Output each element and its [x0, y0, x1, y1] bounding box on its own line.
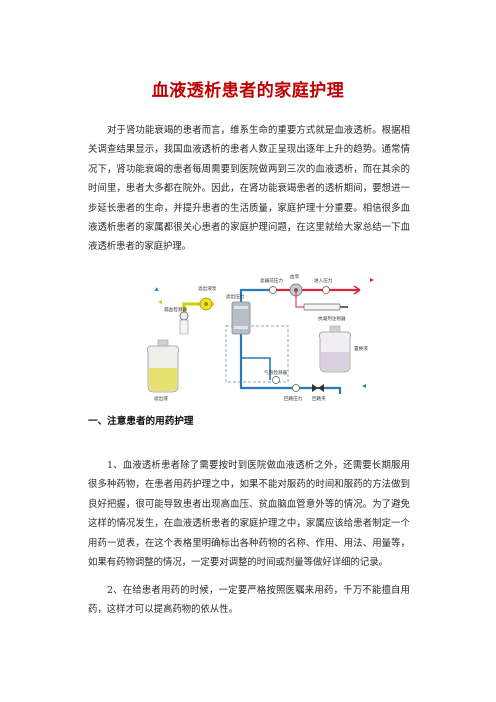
- label-inlet-pressure: 进入压力: [314, 277, 333, 284]
- return-clamp: [312, 384, 324, 392]
- filter-pressure-gauge: [269, 286, 277, 294]
- label-waste-detector: 漏血检测器: [164, 306, 187, 313]
- anticoagulant-syringe: [303, 303, 341, 311]
- label-air-detector: 气泡检测器: [264, 369, 287, 376]
- hemodialysis-circuit-diagram: 滤出液泵 漏血检测器 滤器前压力 血泵 进入压力 抗凝剂注射器 滤出压力 气泡检…: [128, 268, 378, 406]
- document-title: 血液透析患者的家庭护理: [151, 81, 345, 101]
- label-replacement-fluid: 置换液: [354, 345, 368, 352]
- label-filtrate-pump: 滤出液泵: [198, 285, 217, 292]
- label-anticoagulant-syringe: 抗凝剂注射器: [318, 315, 346, 322]
- air-detector-gauge: [272, 376, 280, 384]
- label-blood-pump: 血泵: [290, 273, 300, 280]
- medication-paragraph-1: 1、血液透析患者除了需要按时到医院做血液透析之外，还需要长期服用很多种药物，在患…: [88, 460, 410, 569]
- intro-paragraph: 对于肾功能衰竭的患者而言，维系生命的重要方式就是血液透析。根据相关调查结果显示，…: [88, 125, 410, 253]
- label-return-pressure: 回路压力: [284, 395, 303, 402]
- drain-line: [182, 302, 204, 312]
- sample-vial: [179, 319, 189, 335]
- label-waste-bag: 滤出液: [154, 395, 168, 402]
- medication-paragraph-2: 2、在给患者用药的时候，一定要严格按照医嘱来用药，千万不能擅自用药，这样才可以提…: [88, 585, 410, 616]
- section-heading-medication: 一、注意患者的用药护理: [88, 416, 194, 427]
- label-dialyzer-pressure: 滤出压力: [226, 293, 245, 300]
- machine-outline: [225, 325, 289, 383]
- return-pressure-gauge: [292, 384, 300, 392]
- inlet-pressure-gauge: [322, 286, 330, 294]
- label-filter-pressure: 滤器前压力: [260, 277, 283, 284]
- label-return-clamp: 回路夹: [312, 395, 326, 402]
- waste-detector: [179, 311, 189, 321]
